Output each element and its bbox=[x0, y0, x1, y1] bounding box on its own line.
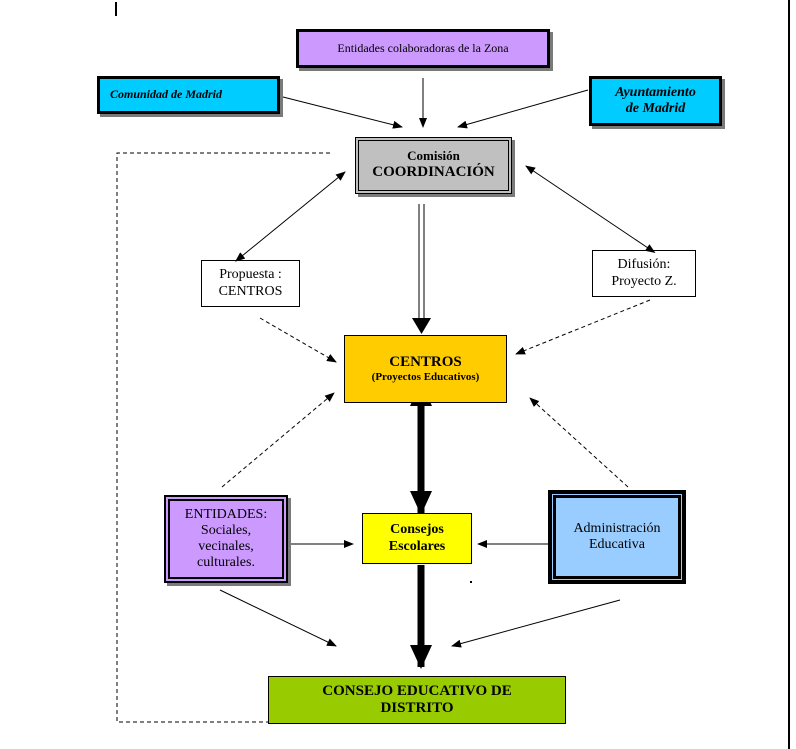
difusion-proyecto-box: Difusión: Proyecto Z. bbox=[592, 250, 696, 297]
entidades-sociales-box: ENTIDADES: Sociales, vecinales, cultural… bbox=[164, 495, 288, 583]
dashed-administracion-to-centros bbox=[529, 397, 629, 488]
propuesta-line1: Propuesta : bbox=[219, 267, 282, 283]
arrowhead-comision-to-centros bbox=[412, 318, 431, 334]
consejos-line2: Escolares bbox=[388, 538, 446, 554]
dashed-feedback-loop bbox=[116, 152, 330, 723]
comunidad-madrid-label: Comunidad de Madrid bbox=[110, 87, 223, 102]
entidades-colaboradoras-label: Entidades colaboradoras de la Zona bbox=[337, 40, 509, 55]
entidades-colaboradoras-box: Entidades colaboradoras de la Zona bbox=[296, 29, 550, 68]
propuesta-centros-box: Propuesta : CENTROS bbox=[201, 260, 300, 307]
centros-box: CENTROS (Proyectos Educativos) bbox=[344, 335, 507, 403]
arrow-comision-propuesta bbox=[235, 171, 346, 262]
consejos-line1: Consejos bbox=[390, 522, 444, 538]
comunidad-madrid-box: Comunidad de Madrid bbox=[97, 76, 280, 114]
entidades-line4: culturales. bbox=[197, 555, 255, 571]
entidades-line3: vecinales, bbox=[198, 539, 254, 554]
propuesta-line2: CENTROS bbox=[218, 283, 283, 299]
consejo-line1: CONSEJO EDUCATIVO DE bbox=[322, 682, 512, 699]
arrow-comision-difusion bbox=[525, 165, 656, 254]
administracion-line2: Educativa bbox=[589, 537, 645, 552]
dashed-entidades-to-centros bbox=[221, 392, 335, 488]
arrow-entidades-to-consejo bbox=[219, 589, 337, 647]
ayuntamiento-madrid-box: Ayuntamiento de Madrid bbox=[589, 76, 722, 126]
consejos-escolares-box: Consejos Escolares bbox=[362, 513, 472, 564]
centros-title: CENTROS bbox=[389, 354, 462, 371]
arrow-ayuntamiento-to-comision bbox=[457, 89, 589, 129]
comision-coordinacion-box: Comisión COORDINACIÓN bbox=[355, 137, 512, 194]
administracion-educativa-box: Administración Educativa bbox=[548, 490, 686, 584]
administracion-line1: Administración bbox=[573, 520, 661, 536]
comision-line2: COORDINACIÓN bbox=[372, 164, 495, 181]
arrow-comunidad-to-comision bbox=[282, 96, 403, 129]
arrow-administracion-to-consejo bbox=[451, 599, 621, 648]
centros-subtitle: (Proyectos Educativos) bbox=[371, 371, 480, 384]
entidades-line2: Sociales, bbox=[200, 522, 252, 538]
consejo-line2: DISTRITO bbox=[380, 700, 454, 716]
difusion-line1: Difusión: bbox=[617, 257, 671, 273]
stray-dot bbox=[470, 581, 472, 583]
entidades-line1: ENTIDADES: bbox=[184, 506, 268, 522]
dashed-difusion-to-centros bbox=[515, 299, 651, 355]
comision-line1: Comisión bbox=[407, 148, 460, 164]
dashed-propuesta-to-centros bbox=[259, 317, 337, 363]
consejo-educativo-distrito-box: CONSEJO EDUCATIVO DE DISTRITO bbox=[268, 676, 566, 724]
ayuntamiento-line1: Ayuntamiento bbox=[615, 84, 696, 100]
difusion-line2: Proyecto Z. bbox=[611, 273, 677, 289]
text-cursor bbox=[115, 2, 117, 16]
ayuntamiento-line2: de Madrid bbox=[625, 101, 686, 116]
